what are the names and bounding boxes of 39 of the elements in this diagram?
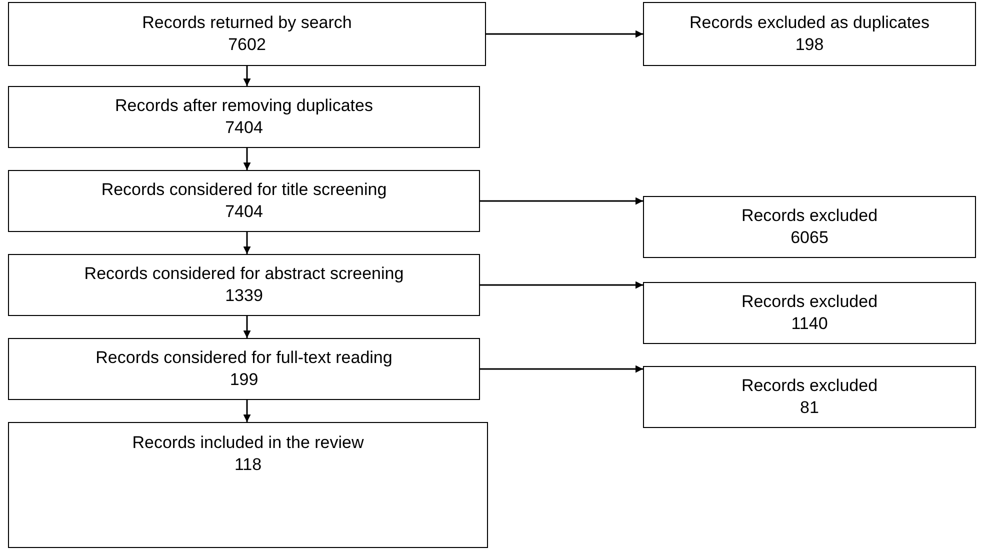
arrow [243,232,251,254]
record-count: 7404 [225,201,263,223]
box-title: Records included in the review [132,432,364,454]
record-count: 7404 [225,117,263,139]
box-title: Records excluded [741,374,878,397]
box-title: Records considered for title screening [101,178,387,201]
process-box [8,170,480,232]
box-title: Records after removing duplicates [115,94,373,117]
record-count: 6065 [790,227,828,249]
arrow [243,316,251,338]
process-box [8,2,486,66]
record-count: 7602 [228,34,266,56]
box-title: Records excluded as duplicates [689,12,930,34]
box-title: Records considered for full-text reading [96,346,392,369]
record-count: 199 [230,369,258,391]
arrow [243,66,251,86]
process-box [643,366,976,428]
arrow [243,148,251,170]
box-title: Records excluded [741,290,878,313]
arrow [480,365,643,373]
record-count: 1140 [791,313,828,335]
arrow [243,400,251,422]
box-title: Records considered for abstract screening [84,262,404,285]
box-title: Records returned by search [142,12,352,34]
process-box [643,2,976,66]
process-box [8,422,488,548]
process-box [8,254,480,316]
record-count: 81 [800,397,819,419]
box-title: Records excluded [741,204,878,227]
arrow [486,30,643,38]
record-count: 1339 [225,285,263,307]
record-count: 118 [234,454,262,476]
arrow [480,197,643,205]
arrow [480,281,643,289]
process-box [643,196,976,258]
record-count: 198 [795,34,824,56]
process-box [8,86,480,148]
process-box [643,282,976,344]
process-box [8,338,480,400]
